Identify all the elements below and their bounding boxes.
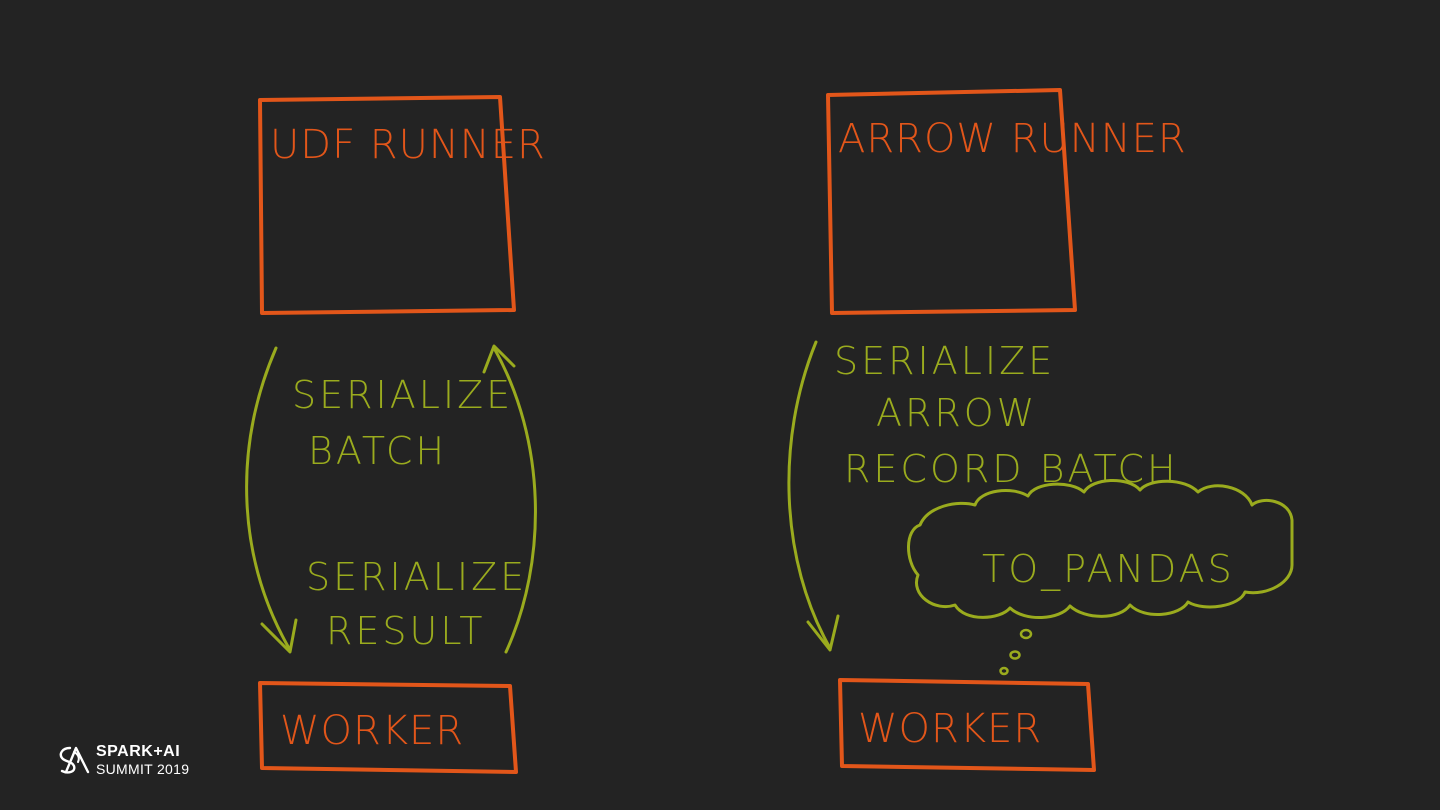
left-worker-box	[258, 681, 518, 774]
serialize-arrow-record-batch-arrow	[787, 340, 832, 650]
arrow-runner-label: ARROW RUNNER	[838, 116, 1187, 162]
serialize-batch-arrowhead	[260, 618, 298, 654]
left-serialize-label-1: SERIALIZE	[292, 373, 513, 417]
spark-ai-logo-icon	[59, 746, 90, 774]
logo-text: SPARK+AI SUMMIT 2019	[96, 743, 190, 777]
right-worker-box	[838, 678, 1096, 772]
serialize-result-arrowhead	[482, 344, 516, 374]
udf-runner-box	[258, 95, 516, 315]
logo-subtitle: SUMMIT 2019	[96, 761, 190, 777]
left-result-label: RESULT	[326, 609, 486, 653]
udf-runner-label: UDF RUNNER	[270, 122, 546, 168]
thought-bubble-small	[999, 666, 1009, 676]
right-serialize-label: SERIALIZE	[834, 339, 1055, 383]
left-batch-label: BATCH	[308, 429, 447, 473]
thought-bubble-large	[1019, 628, 1033, 640]
logo-title: SPARK+AI	[96, 743, 181, 760]
right-record-batch-label: RECORD BATCH	[844, 447, 1179, 491]
serialize-batch-arrow	[245, 346, 292, 652]
serialize-arrow-record-batch-arrowhead	[806, 614, 840, 652]
left-serialize-label-2: SERIALIZE	[306, 555, 527, 599]
right-arrow-label: ARROW	[876, 391, 1037, 435]
to-pandas-thought-cloud	[907, 478, 1294, 620]
arrow-runner-box	[826, 88, 1077, 315]
spark-ai-summit-logo: SPARK+AI SUMMIT 2019	[56, 742, 216, 778]
to-pandas-label: TO_PANDAS	[982, 547, 1235, 592]
serialize-result-arrow	[492, 346, 537, 654]
right-worker-label: WORKER	[858, 706, 1042, 752]
left-worker-label: WORKER	[280, 708, 464, 754]
thought-bubble-medium	[1009, 650, 1021, 660]
